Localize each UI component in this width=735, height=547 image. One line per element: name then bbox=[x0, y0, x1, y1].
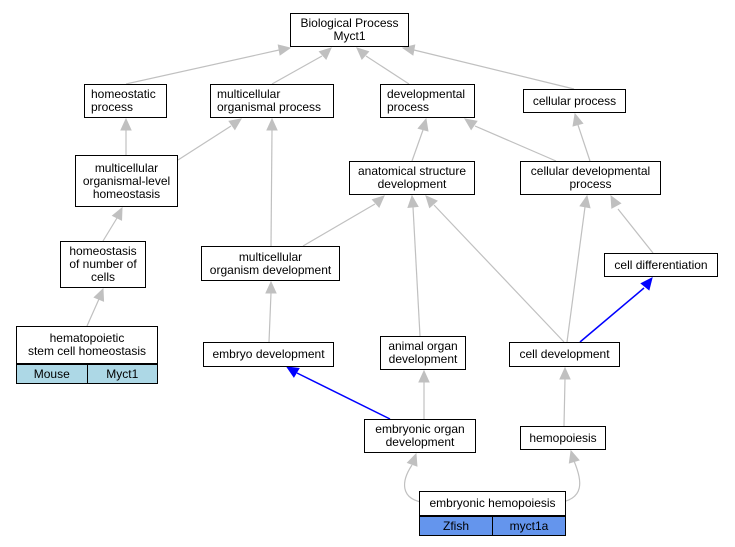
node-cellular-developmental-process[interactable]: cellular developmental process bbox=[520, 161, 661, 195]
arrowhead-cell-dev-proc-to-cellular bbox=[572, 112, 584, 127]
edge-embryo-dev-to-mc-org-dev bbox=[268, 292, 272, 343]
node-embryo-development[interactable]: embryo development bbox=[203, 342, 334, 367]
arrowhead-embryonic-organ-to-animal-organ bbox=[418, 369, 430, 383]
arrowhead-embryonic-hemo-to-embryonic-organ bbox=[406, 452, 418, 467]
node-multicellular-organismal-level-homeostasis[interactable]: multicellular organismal-level homeostas… bbox=[75, 155, 178, 207]
arrowhead-mc-org-dev-to-multicell bbox=[266, 117, 278, 131]
edge-hsc-to-homeostasis-cells bbox=[86, 298, 100, 327]
node-multicellular-organismal-process[interactable]: multicellular organismal process bbox=[210, 84, 334, 118]
edge-homeostasis-cells-to-mc-homeo bbox=[102, 217, 118, 242]
arrowhead-homeostatic-to-root bbox=[277, 44, 292, 56]
node-developmental-process[interactable]: developmental process bbox=[380, 84, 475, 118]
arrowhead-cell-development-to-anatomical bbox=[425, 195, 438, 209]
arrowhead-animal-organ-to-anatomical bbox=[407, 194, 419, 208]
edge-cell-dev-proc-to-developmental bbox=[474, 125, 557, 162]
node-cell-development[interactable]: cell development bbox=[509, 342, 620, 367]
node-homeostasis-of-number-of-cells[interactable]: homeostasis of number of cells bbox=[60, 241, 146, 288]
arrowhead-multicell-proc-to-root bbox=[318, 47, 332, 60]
node-embryonic-organ-development[interactable]: embryonic organ development bbox=[364, 419, 476, 453]
edge-mc-homeostasis-to-multicell bbox=[177, 125, 232, 161]
arrowhead-cell-diff-to-cell-dev-proc bbox=[610, 194, 622, 209]
annotation-row-mouse: Mouse Myct1 bbox=[16, 364, 158, 384]
node-embryonic-hemopoiesis[interactable]: embryonic hemopoiesis bbox=[419, 491, 566, 516]
edge-cell-development-to-cell-diff bbox=[579, 287, 645, 343]
edge-multicell-proc-to-root bbox=[271, 55, 323, 85]
species-tag[interactable]: Mouse bbox=[16, 364, 88, 384]
edge-animal-organ-to-anatomical bbox=[412, 206, 421, 337]
arrowhead-homeostasis-cells-to-mc-homeo bbox=[111, 206, 123, 221]
edge-cell-development-to-anatomical bbox=[433, 204, 565, 343]
arrowhead-hsc-to-homeostasis-cells bbox=[93, 287, 105, 302]
edge-cellular-to-root bbox=[413, 49, 575, 90]
node-biological-process[interactable]: Biological Process Myct1 bbox=[290, 13, 409, 47]
edge-cell-dev-proc-to-cellular bbox=[577, 124, 591, 162]
arrowhead-hemopoiesis-to-cell-development bbox=[559, 366, 571, 380]
arrowhead-developmental-to-root bbox=[356, 47, 370, 60]
arrowhead-embryonic-organ-to-embryo-dev bbox=[285, 366, 300, 378]
edge-anatomical-to-developmental bbox=[411, 129, 424, 162]
edge-embryonic-organ-to-embryo-dev bbox=[296, 372, 391, 420]
edge-homeostatic-to-root bbox=[125, 49, 280, 85]
arrowhead-cell-development-to-cell-diff bbox=[640, 277, 653, 291]
edge-mc-org-dev-to-anatomical bbox=[302, 203, 376, 247]
node-multicellular-organism-development[interactable]: multicellular organism development bbox=[201, 246, 340, 281]
arrowhead-cell-dev-proc-to-developmental bbox=[464, 118, 478, 131]
edge-hemopoiesis-to-cell-development bbox=[563, 378, 566, 427]
gene-tag[interactable]: Myct1 bbox=[87, 364, 158, 384]
edge-cell-diff-to-cell-dev-proc bbox=[617, 208, 654, 254]
edge-developmental-to-root bbox=[365, 55, 410, 85]
arrowhead-mc-homeostasis-to-multicell bbox=[228, 118, 242, 131]
arrowhead-embryo-dev-to-mc-org-dev bbox=[265, 280, 277, 294]
node-homeostatic-process[interactable]: homeostatic process bbox=[84, 84, 167, 118]
node-animal-organ-development[interactable]: animal organ development bbox=[380, 336, 466, 370]
node-hemopoiesis[interactable]: hemopoiesis bbox=[520, 426, 606, 450]
node-cellular-process[interactable]: cellular process bbox=[523, 89, 626, 113]
node-anatomical-structure-development[interactable]: anatomical structure development bbox=[349, 161, 475, 195]
arrowhead-cell-development-to-cell-dev-proc bbox=[579, 194, 591, 209]
species-tag[interactable]: Zfish bbox=[419, 516, 493, 536]
arrowhead-mc-org-dev-to-anatomical bbox=[371, 195, 385, 208]
edge-cell-development-to-cell-dev-proc bbox=[566, 206, 586, 343]
arrowhead-mc-homeostasis-to-homeostatic bbox=[120, 117, 132, 131]
arrowhead-embryonic-hemo-to-hemopoiesis bbox=[568, 449, 580, 464]
arrowhead-anatomical-to-developmental bbox=[417, 117, 429, 132]
node-hematopoietic-stem-cell-homeostasis[interactable]: hematopoietic stem cell homeostasis bbox=[16, 326, 158, 364]
annotation-row-zfish: Zfish myct1a bbox=[419, 516, 566, 536]
node-cell-differentiation[interactable]: cell differentiation bbox=[604, 253, 718, 277]
gene-tag[interactable]: myct1a bbox=[493, 516, 566, 536]
edge-mc-org-dev-to-multicell bbox=[270, 129, 273, 247]
